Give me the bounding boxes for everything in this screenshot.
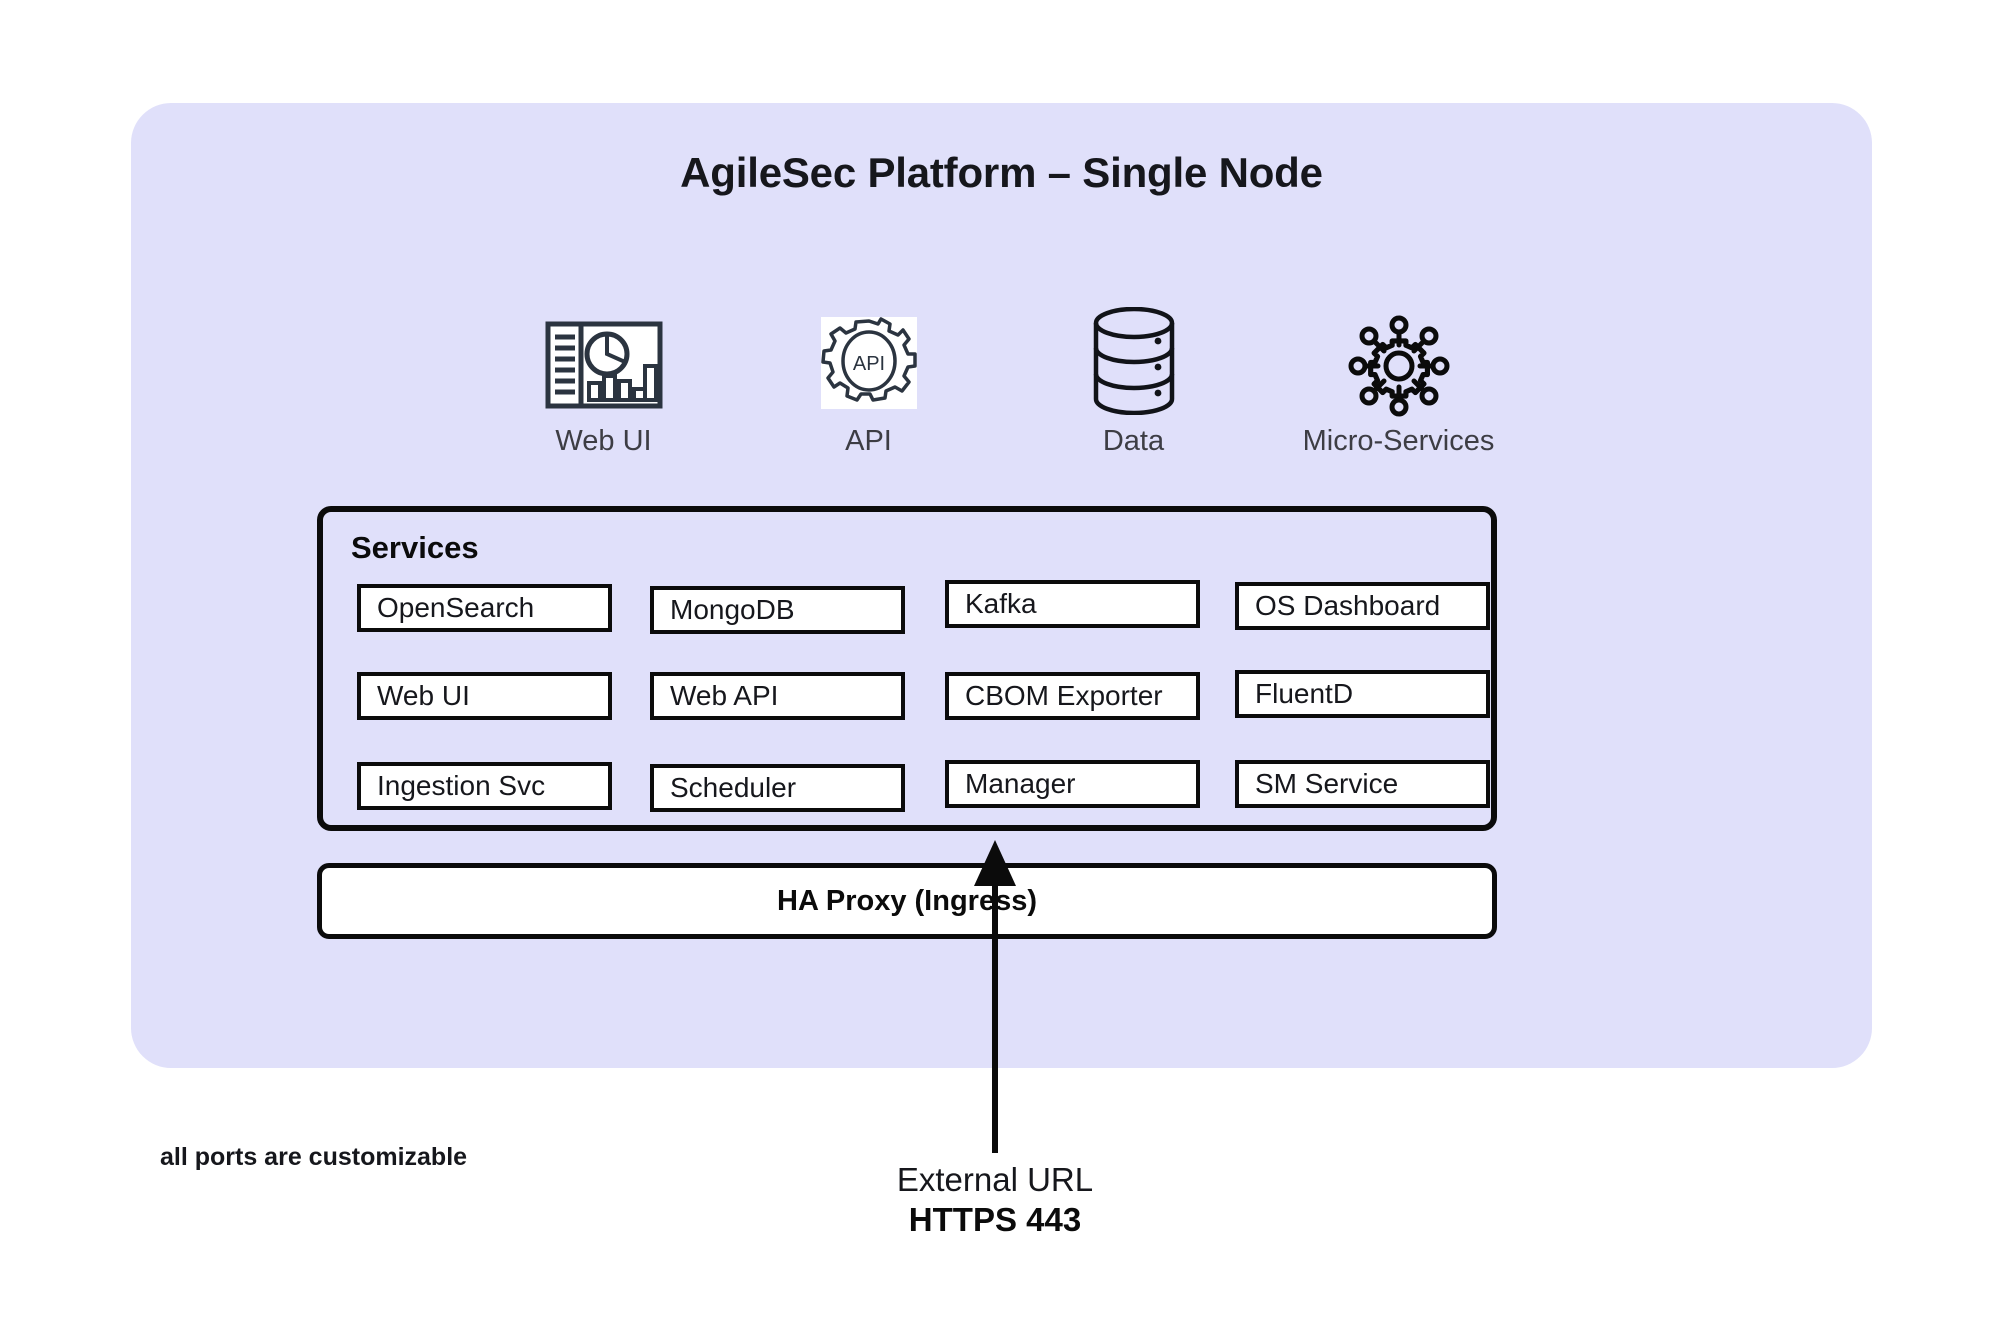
services-column: OS Dashboard FluentD SM Service	[1235, 582, 1490, 820]
services-heading: Services	[351, 530, 479, 565]
ha-proxy-ingress-bar[interactable]: HA Proxy (Ingress)	[317, 863, 1497, 939]
external-url-arrow-icon	[950, 838, 1040, 1153]
capability-row: Web UI API API	[471, 263, 1531, 458]
database-icon	[1088, 300, 1180, 415]
services-grid: OpenSearch Web UI Ingestion Svc MongoDB …	[345, 580, 1490, 820]
services-column: Kafka CBOM Exporter Manager	[945, 580, 1200, 820]
dashboard-icon	[545, 294, 663, 409]
svg-text:API: API	[852, 353, 884, 375]
service-chip[interactable]: Scheduler	[650, 764, 905, 812]
external-url-port: HTTPS 443	[908, 1201, 1082, 1239]
service-chip[interactable]: OS Dashboard	[1235, 582, 1490, 630]
capability-api: API API	[736, 296, 1001, 458]
api-gear-icon: API	[820, 296, 917, 411]
capability-label: Data	[1102, 425, 1165, 457]
service-chip[interactable]: Kafka	[945, 580, 1200, 628]
service-chip[interactable]: CBOM Exporter	[945, 672, 1200, 720]
service-chip[interactable]: Ingestion Svc	[357, 762, 612, 810]
capability-web-ui: Web UI	[471, 294, 736, 458]
service-chip[interactable]: MongoDB	[650, 586, 905, 634]
external-url-label: External URL	[896, 1161, 1094, 1198]
service-chip[interactable]: Web UI	[357, 672, 612, 720]
service-chip[interactable]: FluentD	[1235, 670, 1490, 718]
services-group: Services OpenSearch Web UI Ingestion Svc…	[317, 506, 1497, 831]
service-chip[interactable]: Manager	[945, 760, 1200, 808]
capability-label: Web UI	[555, 425, 652, 457]
services-column: MongoDB Web API Scheduler	[650, 584, 905, 820]
capability-data: Data	[1001, 300, 1266, 458]
capability-label: Micro-Services	[1302, 425, 1495, 457]
capability-micro-services: Micro-Services	[1266, 306, 1531, 458]
services-column: OpenSearch Web UI Ingestion Svc	[357, 584, 612, 820]
capability-label: API	[845, 425, 892, 457]
service-chip[interactable]: SM Service	[1235, 760, 1490, 808]
service-chip[interactable]: Web API	[650, 672, 905, 720]
external-url-group: External URL HTTPS 443	[780, 1160, 1210, 1241]
service-chip[interactable]: OpenSearch	[357, 584, 612, 632]
microservices-gear-nodes-icon	[1344, 306, 1454, 421]
page-title: AgileSec Platform – Single Node	[680, 149, 1323, 196]
ports-customizable-note: all ports are customizable	[160, 1143, 468, 1171]
